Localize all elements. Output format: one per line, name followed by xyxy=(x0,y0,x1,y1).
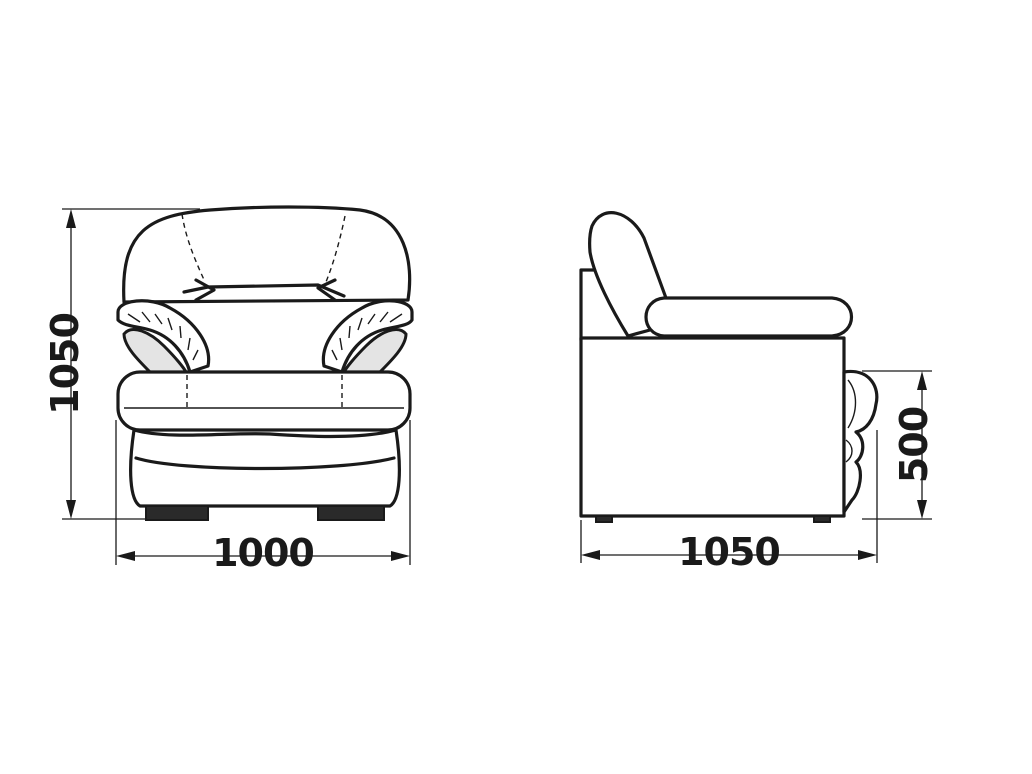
side-seat-cushion xyxy=(644,296,854,338)
side-body xyxy=(579,336,846,518)
side-foot-front xyxy=(813,515,831,523)
front-foot-right xyxy=(317,505,385,521)
front-width-dimension: 1000 xyxy=(115,420,411,575)
front-backrest-seam-left xyxy=(181,213,206,283)
seat-height-label: 500 xyxy=(892,407,936,483)
side-view xyxy=(579,211,879,523)
front-width-label: 1000 xyxy=(212,531,314,575)
front-right-armrest xyxy=(321,299,414,374)
front-view xyxy=(116,205,414,521)
side-foot-back xyxy=(595,515,613,523)
front-height-label: 1050 xyxy=(43,313,87,415)
side-depth-label: 1050 xyxy=(678,530,780,574)
front-backrest xyxy=(122,205,412,304)
front-seat-cushion xyxy=(116,370,412,432)
front-backrest-tuft xyxy=(182,283,346,298)
front-height-dimension: 1050 xyxy=(43,208,200,520)
side-arm-roll xyxy=(842,369,879,514)
side-depth-dimension: 1050 xyxy=(580,430,878,574)
front-foot-left xyxy=(145,505,209,521)
seat-height-dimension: 500 xyxy=(862,370,936,520)
side-back-cushion xyxy=(588,211,668,338)
front-left-armrest xyxy=(116,299,211,374)
